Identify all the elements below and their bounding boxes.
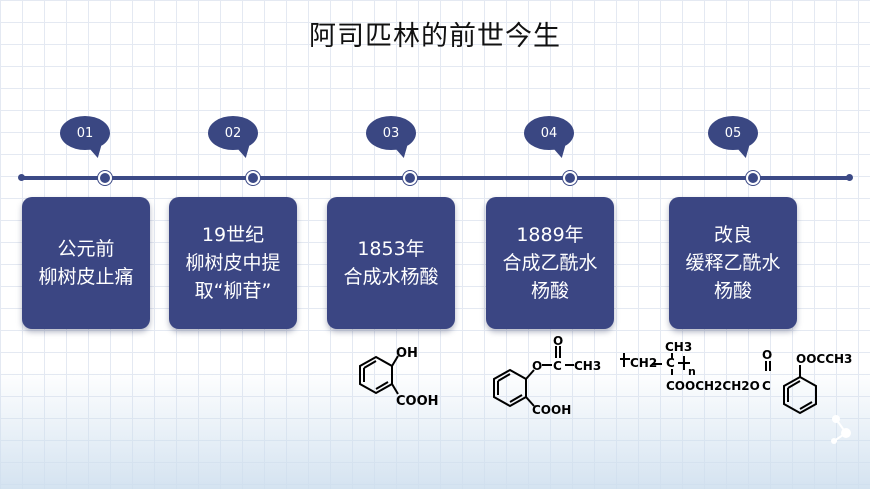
timeline-card: 公元前 柳树皮止痛: [22, 197, 150, 329]
timeline-start-dot: [18, 174, 25, 181]
card-line: 1853年: [357, 238, 425, 260]
timeline-node: [98, 171, 112, 185]
card-line: 杨酸: [530, 280, 569, 302]
quaternary-c-label: C: [666, 356, 675, 370]
card-line: 柳树皮中提: [185, 252, 281, 274]
step-number-bubble: 01: [60, 116, 110, 150]
ch2-label: CH2: [630, 356, 657, 370]
carbonyl-o-label: O: [553, 334, 563, 348]
decorative-dots-icon: [831, 415, 851, 444]
step-number-bubble: 02: [208, 116, 258, 150]
bottom-gradient: [0, 369, 870, 489]
ch3-label: CH3: [665, 340, 692, 354]
timeline-node: [403, 171, 417, 185]
card-line: 杨酸: [713, 280, 752, 302]
page-title: 阿司匹林的前世今生: [309, 21, 561, 52]
card-line: 合成乙酰水: [502, 252, 598, 274]
timeline-card: 1853年 合成水杨酸: [327, 197, 455, 329]
timeline-node: [563, 171, 577, 185]
card-line: 取“柳苷”: [194, 280, 272, 302]
repeat-n-label: n: [688, 365, 696, 378]
ester-o-label: O: [532, 359, 542, 373]
card-line: 1889年: [516, 224, 584, 246]
salicylic-acid-structure: OH COOH: [359, 346, 439, 409]
ococh3-label: OOCCH3: [796, 352, 852, 366]
ester-chain-label: COOCH2CH2O: [666, 379, 760, 393]
step-number-bubble: 04: [524, 116, 574, 150]
ch3-label: CH3: [574, 359, 601, 373]
polymer-aspirin-structure: CH2 C CH3 n COOCH2CH2O C O OOCCH3: [620, 340, 852, 415]
timeline-card: 改良 缓释乙酰水 杨酸: [669, 197, 797, 329]
timeline-end-dot: [846, 174, 853, 181]
cooh-label: COOH: [532, 403, 571, 417]
carbonyl-c-label: C: [762, 379, 771, 393]
timeline-card: 19世纪 柳树皮中提 取“柳苷”: [169, 197, 297, 329]
aspirin-structure: O C O CH3 COOH: [493, 334, 601, 417]
card-line: 柳树皮止痛: [38, 266, 134, 288]
oh-label: OH: [396, 346, 418, 361]
step-number-bubble: 03: [366, 116, 416, 150]
cooh-label: COOH: [396, 394, 439, 409]
timeline-card: 1889年 合成乙酰水 杨酸: [486, 197, 614, 329]
card-line: 改良: [713, 224, 752, 246]
card-line: 19世纪: [201, 224, 265, 246]
timeline-node: [746, 171, 760, 185]
card-line: 缓释乙酰水: [685, 252, 781, 274]
carbonyl-o-label: O: [762, 348, 772, 362]
carbonyl-c-label: C: [553, 359, 562, 373]
card-line: 公元前: [57, 238, 115, 260]
card-line: 合成水杨酸: [343, 266, 439, 288]
timeline-node: [246, 171, 260, 185]
timeline-line: [20, 176, 852, 180]
step-number-bubble: 05: [708, 116, 758, 150]
